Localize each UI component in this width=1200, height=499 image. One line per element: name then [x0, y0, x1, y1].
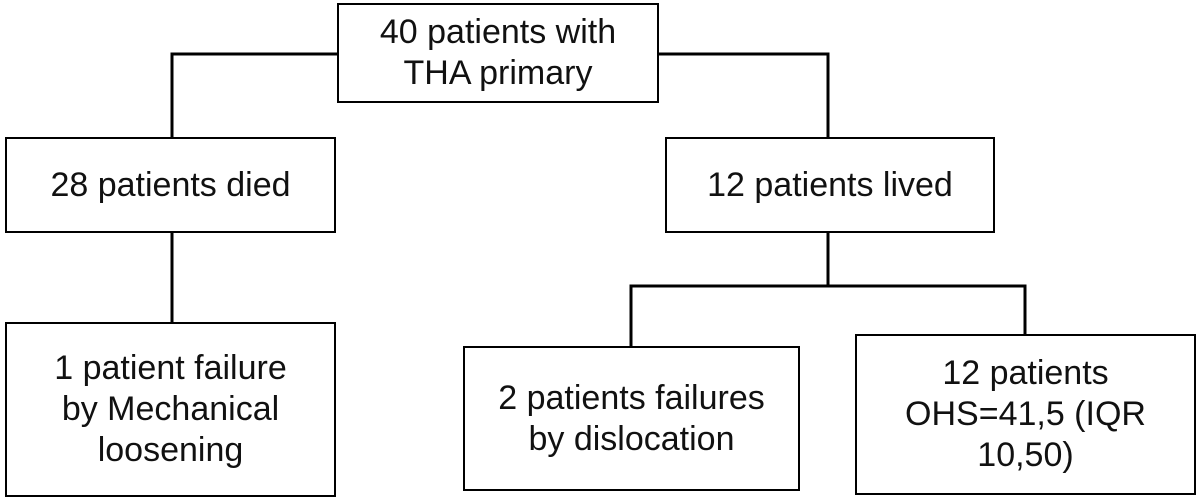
node-dislocation-failures: 2 patients failures by dislocation	[463, 346, 800, 491]
node-mechanical-label: 1 patient failure by Mechanical loosenin…	[54, 349, 287, 469]
node-dislocation-label: 2 patients failures by dislocation	[498, 378, 765, 458]
node-patients-lived: 12 patients lived	[665, 137, 995, 233]
node-ohs-score: 12 patients OHS=41,5 (IQR 10,50)	[855, 334, 1196, 495]
node-mechanical-loosening: 1 patient failure by Mechanical loosenin…	[5, 322, 336, 497]
node-lived-label: 12 patients lived	[707, 165, 953, 204]
node-patients-died: 28 patients died	[5, 137, 336, 233]
node-40-patients-tha-primary: 40 patients with THA primary	[337, 3, 659, 103]
node-died-label: 28 patients died	[50, 165, 291, 204]
node-ohs-label: 12 patients OHS=41,5 (IQR 10,50)	[905, 354, 1146, 474]
node-root-label: 40 patients with THA primary	[379, 13, 617, 92]
